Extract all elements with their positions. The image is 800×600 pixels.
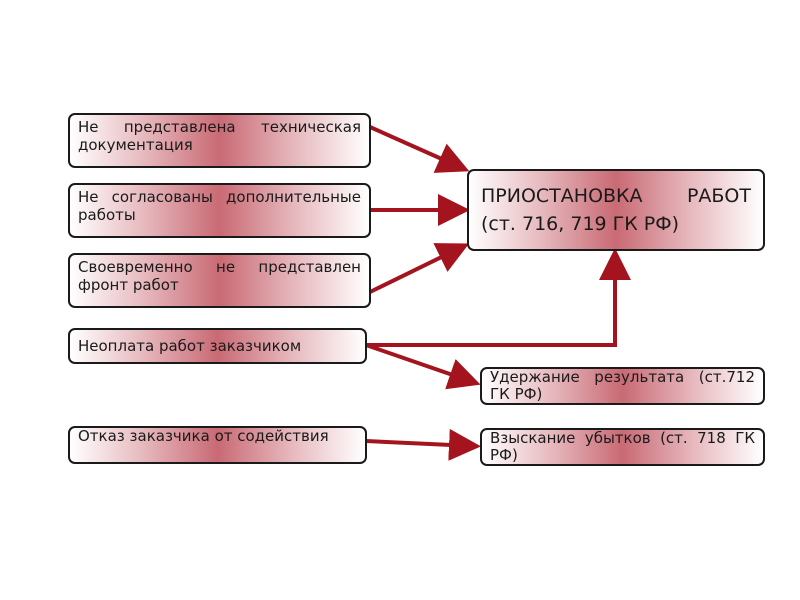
cause-customer-refusal-text: Отказ заказчика от содействия xyxy=(78,427,329,445)
cause-nonpayment: Неоплата работ заказчиком xyxy=(68,328,367,364)
cause-technical-documentation: Не представлена техническая документация xyxy=(68,113,371,168)
cause-additional-works: Не согласованы дополнительные работы xyxy=(68,183,371,238)
result-suspension-text: ПРИОСТАНОВКА РАБОТ (ст. 716, 719 ГК РФ) xyxy=(481,185,751,235)
result-retention: Удержание результата (ст.712 ГК РФ) xyxy=(480,367,765,405)
arrow-nonpayment-to-suspension xyxy=(366,248,631,347)
cause-additional-works-text: Не согласованы дополнительные работы xyxy=(78,188,361,225)
result-suspension: ПРИОСТАНОВКА РАБОТ (ст. 716, 719 ГК РФ) xyxy=(467,169,765,251)
cause-nonpayment-text: Неоплата работ заказчиком xyxy=(78,337,302,355)
cause-customer-refusal: Отказ заказчика от содействия xyxy=(68,426,367,464)
result-damages: Взыскание убытков (ст. 718 ГК РФ) xyxy=(480,428,765,466)
cause-work-front-text: Своевременно не представлен фронт работ xyxy=(78,258,361,295)
arrow-nonpayment-to-retention xyxy=(365,343,481,390)
arrow-refusal-to-damages xyxy=(365,428,481,461)
cause-technical-documentation-text: Не представлена техническая документация xyxy=(78,118,361,155)
arrow-tech-docs-to-suspension xyxy=(369,125,470,173)
arrow-work-front-to-suspension xyxy=(369,243,470,294)
result-retention-text: Удержание результата (ст.712 ГК РФ) xyxy=(490,368,755,403)
cause-work-front: Своевременно не представлен фронт работ xyxy=(68,253,371,308)
result-damages-text: Взыскание убытков (ст. 718 ГК РФ) xyxy=(490,429,755,464)
